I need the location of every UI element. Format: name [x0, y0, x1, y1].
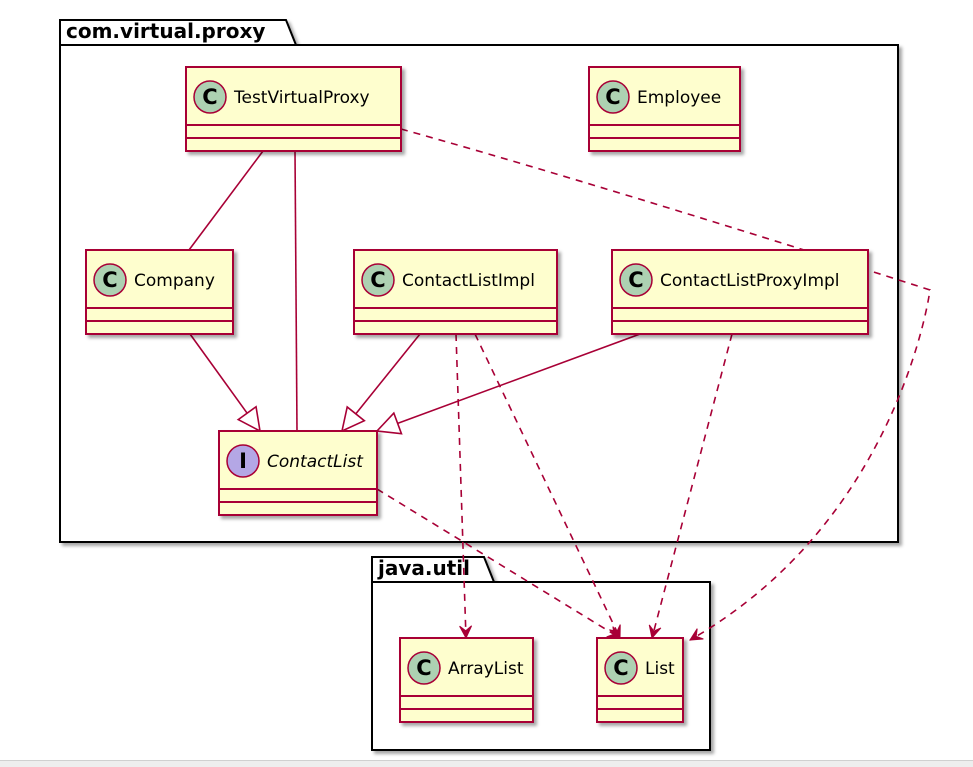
edge-test-virtual-proxy-to-company-association [188, 150, 264, 251]
edge-line [651, 333, 733, 639]
badge-letter: C [613, 656, 628, 680]
class-badge-icon [596, 80, 630, 114]
class-name: ArrayList [448, 659, 524, 679]
class-badge-icon [93, 263, 127, 297]
class-contact-list-proxy-impl[interactable]: C ContactListProxyImpl [611, 249, 869, 335]
class-name: Company [134, 271, 215, 291]
package-label: com.virtual.proxy [66, 19, 265, 43]
edge-line [397, 333, 641, 425]
edge-test-virtual-proxy-to-contact-list-association [294, 150, 298, 432]
edge-line [188, 150, 264, 251]
class-badge-icon [407, 651, 441, 685]
interface-badge-icon [226, 444, 260, 478]
class-test-virtual-proxy[interactable]: C TestVirtualProxy [185, 66, 402, 152]
badge-letter: C [370, 268, 385, 292]
dependency-arrowhead [689, 628, 704, 641]
class-badge-icon [604, 651, 638, 685]
interface-contact-list[interactable]: I ContactList [218, 430, 378, 516]
window-bottom-strip [0, 760, 973, 767]
edge-line [189, 333, 248, 414]
edge-company-to-contact-list-realization [189, 333, 262, 433]
badge-letter: C [416, 656, 431, 680]
package-label: java.util [377, 556, 470, 580]
edge-contact-list-impl-to-array-list-dependency [455, 333, 473, 640]
edge-line [400, 128, 931, 641]
realization-arrowhead [375, 411, 403, 435]
badge-letter: C [202, 85, 217, 109]
class-badge-icon [619, 263, 653, 297]
badge-letter: C [102, 268, 117, 292]
badge-letter: I [239, 449, 247, 473]
edges-layer [188, 128, 931, 641]
badge-letter: C [605, 85, 620, 109]
edge-line [376, 488, 621, 639]
edge-test-virtual-proxy-to-list-dependency [400, 128, 931, 641]
edge-line [474, 333, 621, 639]
edge-contact-list-impl-to-contact-list-realization [340, 333, 421, 433]
edge-contact-list-proxy-impl-to-contact-list-realization [375, 333, 641, 435]
class-name: ContactListImpl [402, 271, 535, 291]
class-array-list[interactable]: C ArrayList [399, 637, 534, 723]
class-badge-icon [361, 263, 395, 297]
dependency-arrowhead [459, 625, 473, 640]
edge-line [294, 150, 298, 432]
class-name: ContactListProxyImpl [660, 271, 840, 291]
edge-line [455, 333, 467, 639]
class-name: Employee [637, 88, 721, 108]
class-badge-icon [193, 80, 227, 114]
class-name: ContactList [267, 452, 364, 472]
class-list[interactable]: C List [596, 637, 684, 723]
class-employee[interactable]: C Employee [588, 66, 741, 152]
edge-contact-list-proxy-impl-to-list-dependency [648, 333, 733, 640]
badge-letter: C [628, 268, 643, 292]
class-company[interactable]: C Company [85, 249, 234, 335]
dependency-arrowhead [648, 624, 662, 640]
edge-line [355, 333, 421, 415]
class-name: TestVirtualProxy [233, 88, 370, 108]
class-contact-list-impl[interactable]: C ContactListImpl [353, 249, 558, 335]
class-name: List [645, 659, 675, 679]
